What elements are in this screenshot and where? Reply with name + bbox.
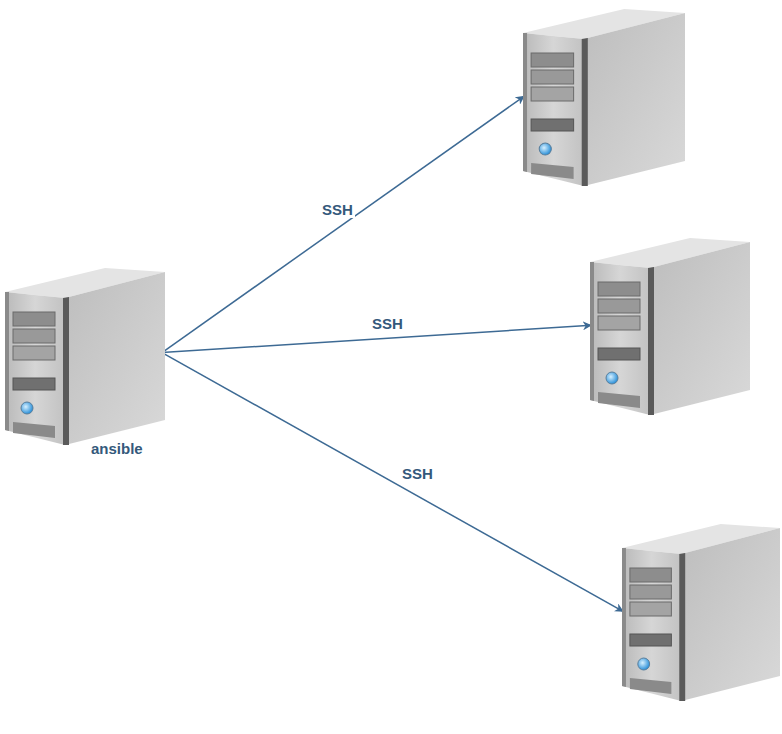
edge-label: SSH: [370, 315, 405, 332]
server-icon: [590, 232, 750, 415]
server-icon: [5, 262, 165, 445]
server-name: ansible: [91, 440, 143, 457]
ssh-connector: [162, 353, 623, 612]
server-node: [523, 3, 685, 186]
server-node: [622, 518, 780, 701]
edge-label: SSH: [400, 465, 435, 482]
server-node: ansible: [5, 262, 165, 445]
ssh-connector: [162, 96, 524, 352]
server-icon: [523, 3, 685, 186]
edge-label: SSH: [320, 201, 355, 218]
server-icon: [622, 518, 780, 701]
server-node: [590, 232, 750, 415]
